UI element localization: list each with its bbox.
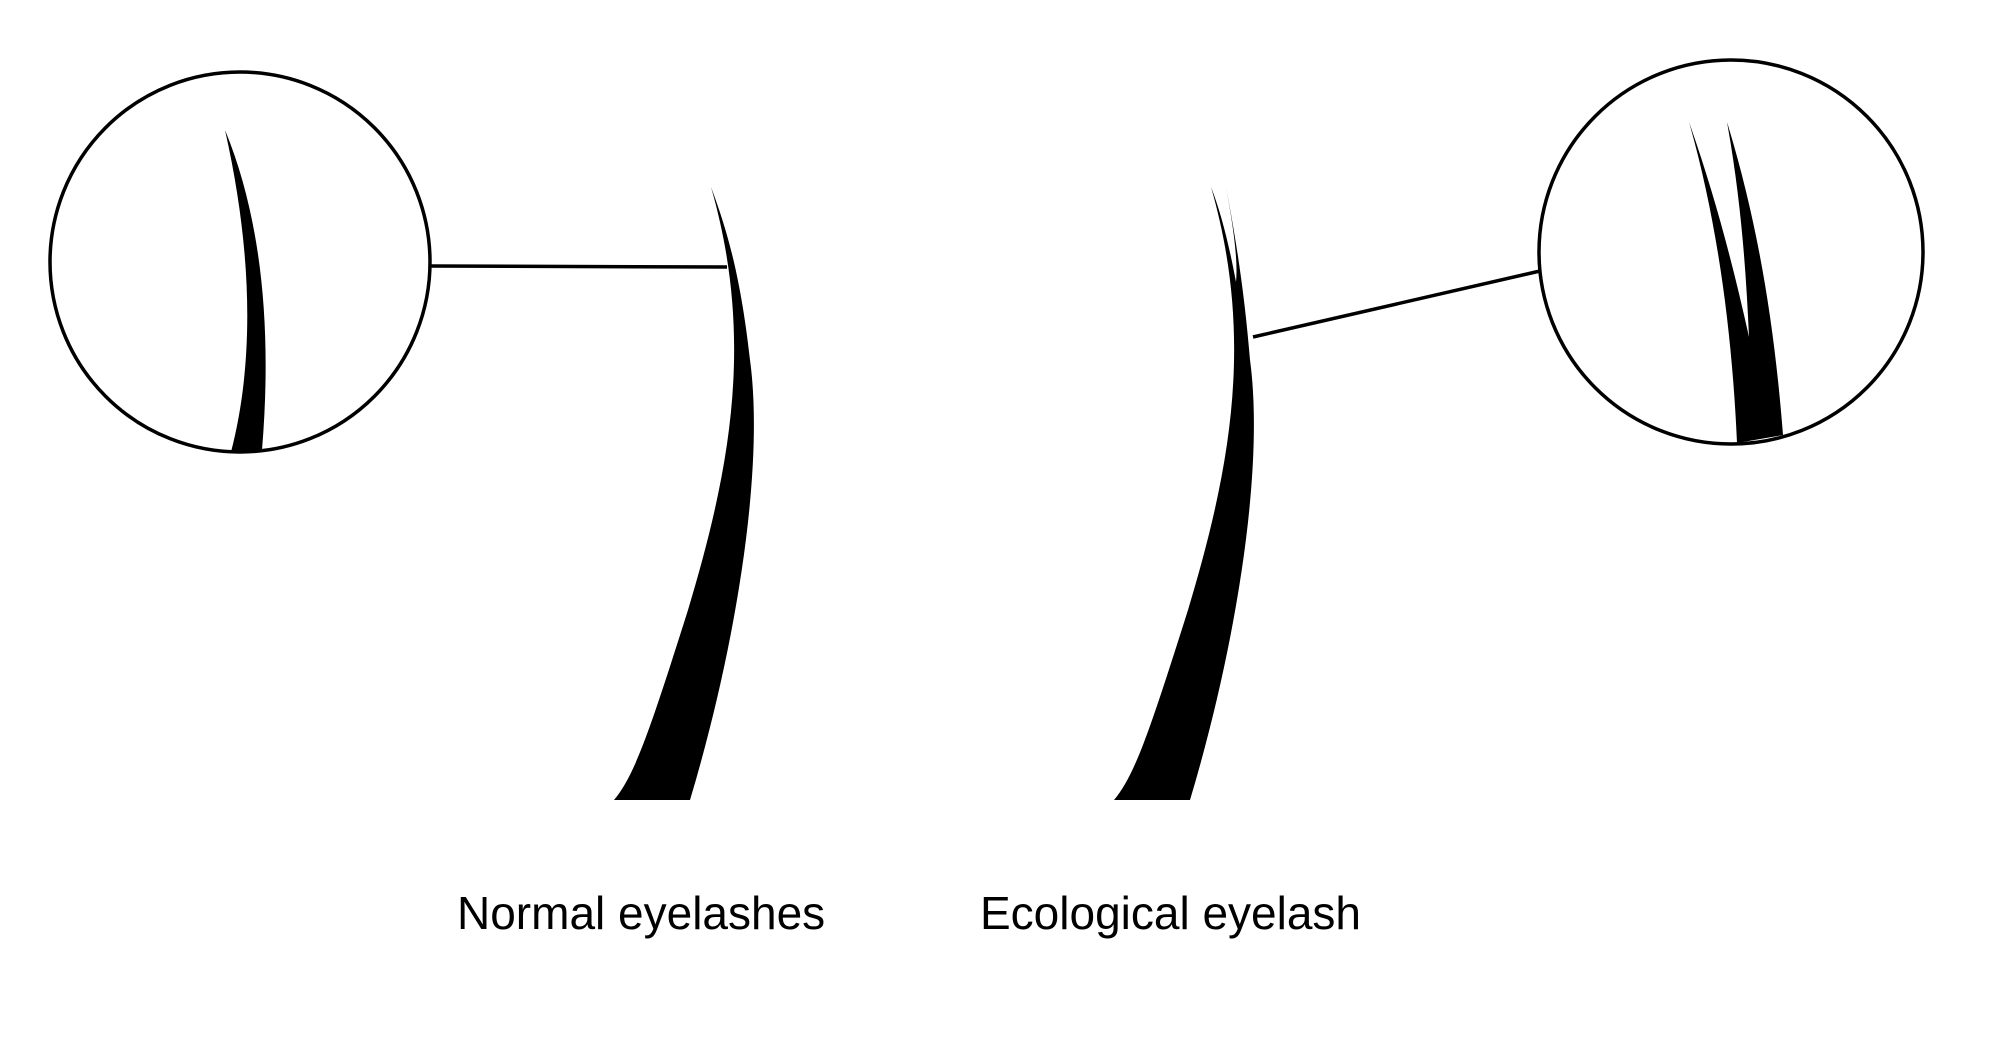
- ecological-connector-line: [1252, 269, 1541, 339]
- normal-eyelash-magnifier: [48, 70, 432, 454]
- normal-magnified-lash-tip: [225, 130, 266, 452]
- normal-eyelashes-label: Normal eyelashes: [457, 887, 826, 939]
- ecological-eyelash-shape: [1114, 187, 1254, 800]
- ecological-magnified-lash-tip: [1689, 122, 1783, 443]
- ecological-magnifier-circle: [1537, 58, 1925, 446]
- normal-connector-line: [429, 264, 728, 269]
- ecological-eyelash-label: Ecological eyelash: [980, 887, 1362, 939]
- ecological-eyelash-magnifier: [1537, 58, 1925, 446]
- normal-eyelash-shape: [614, 187, 754, 800]
- normal-magnifier-circle: [48, 70, 432, 454]
